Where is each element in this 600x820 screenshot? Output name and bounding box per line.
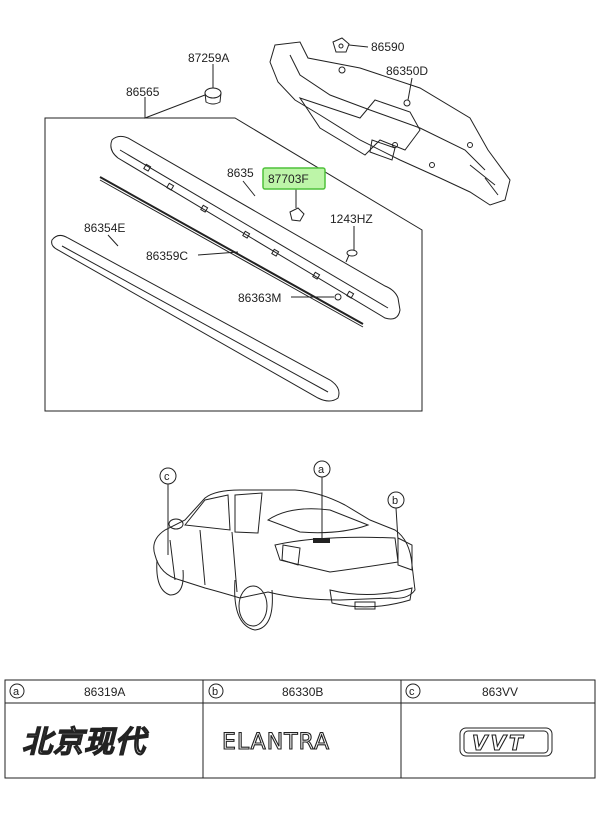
- leader-lines: [107, 44, 413, 298]
- emblem-elantra: ELANTRA: [222, 730, 330, 755]
- table-header-b: b 86330B: [208, 683, 323, 699]
- nut-86363M: [334, 293, 342, 301]
- label-86354E[interactable]: 86354E: [84, 221, 125, 235]
- svg-text:b: b: [392, 495, 398, 507]
- label-86590[interactable]: 86590: [371, 40, 405, 54]
- table-header-a: a 86319A: [9, 683, 125, 699]
- svg-text:VVT: VVT: [472, 731, 526, 755]
- svg-text:b: b: [212, 686, 218, 698]
- svg-text:a: a: [13, 686, 20, 698]
- svg-text:863VV: 863VV: [482, 685, 518, 699]
- clip-86590: [332, 37, 350, 53]
- label-86363M[interactable]: 86363M: [238, 291, 281, 305]
- garnish-86565: [110, 135, 401, 320]
- label-87259A[interactable]: 87259A: [188, 51, 229, 65]
- svg-text:c: c: [164, 471, 170, 483]
- label-87703F[interactable]: 87703F: [268, 172, 309, 186]
- svg-text:a: a: [318, 464, 325, 476]
- callout-b[interactable]: b: [387, 491, 405, 541]
- table-header-c: c 863VV: [405, 683, 518, 699]
- svg-text:c: c: [409, 686, 415, 698]
- seal-strip-86359C: [99, 176, 364, 328]
- callout-c[interactable]: c: [159, 467, 177, 555]
- emblem-table: [4, 679, 596, 779]
- svg-text:86330B: 86330B: [282, 685, 323, 699]
- highlight-87703F[interactable]: [262, 167, 326, 190]
- clip-87703F: [289, 207, 305, 222]
- label-86359C[interactable]: 86359C: [146, 249, 188, 263]
- bracket-86350D: [269, 41, 511, 206]
- emblem-beijing-hyundai: 北京现代: [22, 725, 149, 760]
- screw-1243HZ: [345, 249, 358, 263]
- label-1243HZ[interactable]: 1243HZ: [330, 212, 373, 226]
- assembly-frame: [44, 117, 423, 412]
- trunk-emblem-mark: [313, 538, 330, 543]
- callout-a[interactable]: a: [313, 460, 331, 538]
- svg-text:86319A: 86319A: [84, 685, 125, 699]
- label-86350D[interactable]: 86350D: [386, 64, 428, 78]
- label-86565[interactable]: 86565: [126, 85, 160, 99]
- car-rear-illustration: [153, 489, 416, 631]
- label-8635[interactable]: 8635: [227, 166, 254, 180]
- garnish-86354E: [51, 234, 340, 402]
- emblem-vvt: VVT: [459, 727, 553, 757]
- grommet-87259A: [204, 87, 222, 105]
